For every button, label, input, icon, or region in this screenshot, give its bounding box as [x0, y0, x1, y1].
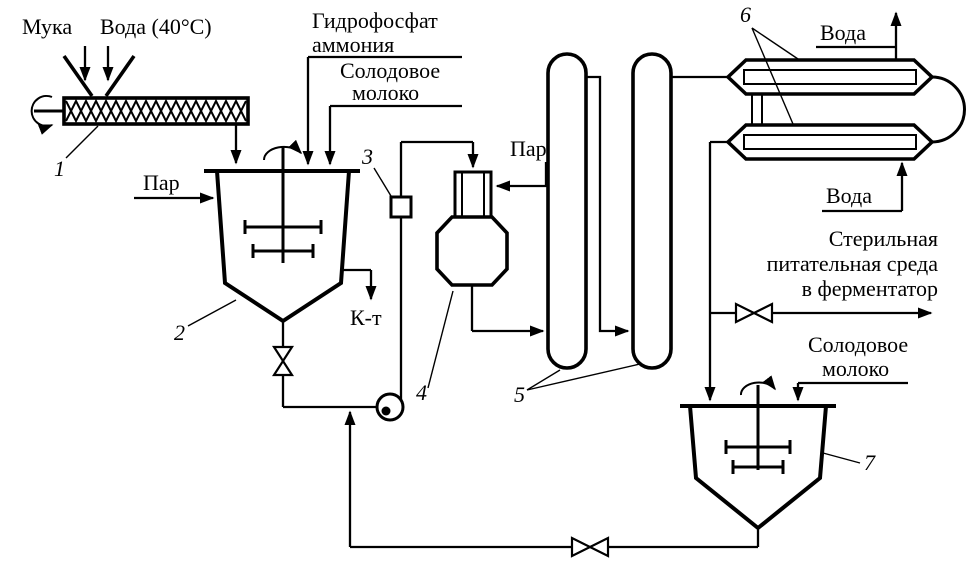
tank7-left-wall [688, 405, 760, 530]
label-water-40: Вода (40°С) [100, 14, 212, 39]
hopper-left-wall [62, 54, 94, 98]
recycle-valve [570, 536, 593, 558]
equipment-number-3: 3 [361, 144, 373, 169]
steam-inlet-right [495, 162, 548, 192]
pump [375, 392, 405, 422]
label-flour: Мука [22, 14, 72, 39]
equipment-number-6: 6 [740, 2, 751, 27]
rotation-arrow-icon [30, 95, 54, 135]
label-malt-milk-bottom-2: молоко [822, 356, 889, 381]
exchanger-bottom-tubes [743, 134, 917, 150]
additive-feeds: Гидрофосфат аммония Солодовое молоко [302, 8, 462, 166]
leader-line-7 [822, 452, 861, 464]
pump-body [375, 392, 405, 422]
exchanger-return-bend [931, 75, 966, 144]
leader-line-5b [526, 363, 641, 391]
column-b [631, 52, 673, 370]
label-malt-milk-top-2: молоко [352, 80, 419, 105]
tank2-left-wall [215, 170, 285, 323]
exchanger-top-tubes [743, 69, 917, 85]
leader-line-2 [187, 299, 237, 327]
heater-neck [453, 170, 493, 219]
sterile-outlet-valve [734, 302, 757, 324]
hopper-right-wall [104, 54, 136, 98]
inline-device-3 [389, 195, 413, 219]
equipment-number-5: 5 [514, 382, 525, 407]
sterile-medium-outlet: Стерильная питательная среда в ферментат… [704, 140, 939, 402]
equipment-number-4: 4 [416, 380, 427, 405]
sterile-outlet-valve [751, 302, 774, 324]
leader-line-1 [65, 125, 99, 159]
column-transfer-pipe [586, 75, 630, 337]
leader-line-4 [427, 290, 454, 389]
conveyor-housing [62, 96, 250, 126]
label-sterile-3: в ферментатор [802, 276, 938, 301]
screw-conveyor-1: 1 [30, 95, 250, 181]
equipment-number-2: 2 [174, 320, 185, 345]
equipment-number-1: 1 [54, 156, 65, 181]
recycle-valve [587, 536, 610, 558]
leader-line-6b [751, 27, 794, 125]
label-steam-left: Пар [143, 170, 180, 195]
pump-hub [381, 406, 391, 416]
leader-line-5a [526, 369, 561, 391]
heater-body [435, 215, 509, 287]
rotation-arrow-icon [262, 139, 303, 161]
leader-line-6a [751, 27, 799, 60]
exchanger-bottom [725, 123, 935, 161]
heat-exchangers-6: 6 Вода Вода [725, 2, 966, 213]
label-ammonium-phosphate-1: Гидрофосфат [312, 8, 438, 33]
rotation-arrow-icon [739, 375, 776, 396]
riser-line: 3 [361, 140, 479, 401]
tank7-right-wall [756, 405, 828, 530]
tank2-right-wall [281, 170, 351, 323]
label-condensate: К-т [350, 305, 382, 330]
mixing-tank-7: Солодовое молоко 7 [680, 332, 908, 530]
tank2-outlet-valve [271, 345, 295, 364]
leader-line-3 [373, 167, 392, 197]
column-a [546, 52, 588, 370]
equipment-number-7: 7 [864, 450, 876, 475]
label-ammonium-phosphate-2: аммония [312, 32, 394, 57]
label-water-out: Вода [820, 20, 866, 45]
tank2-outlet-valve [271, 358, 295, 377]
label-sterile-2: питательная среда [767, 251, 939, 276]
feed-inlet-section: Мука Вода (40°С) [22, 14, 212, 98]
recycle-line [344, 410, 760, 558]
label-water-in: Вода [826, 183, 872, 208]
screw-flight [65, 98, 247, 124]
label-steam-right: Пар [510, 136, 547, 161]
exchanger-top [725, 58, 935, 96]
label-malt-milk-top-1: Солодовое [340, 58, 440, 83]
mixing-tank-2: Пар К-т 2 [134, 139, 382, 409]
holding-columns-5: 5 [514, 52, 728, 407]
label-malt-milk-bottom-1: Солодовое [808, 332, 908, 357]
screw-flight-cross [65, 98, 247, 124]
steam-heater-4: Пар 4 [416, 136, 548, 405]
label-sterile-1: Стерильная [829, 226, 938, 251]
